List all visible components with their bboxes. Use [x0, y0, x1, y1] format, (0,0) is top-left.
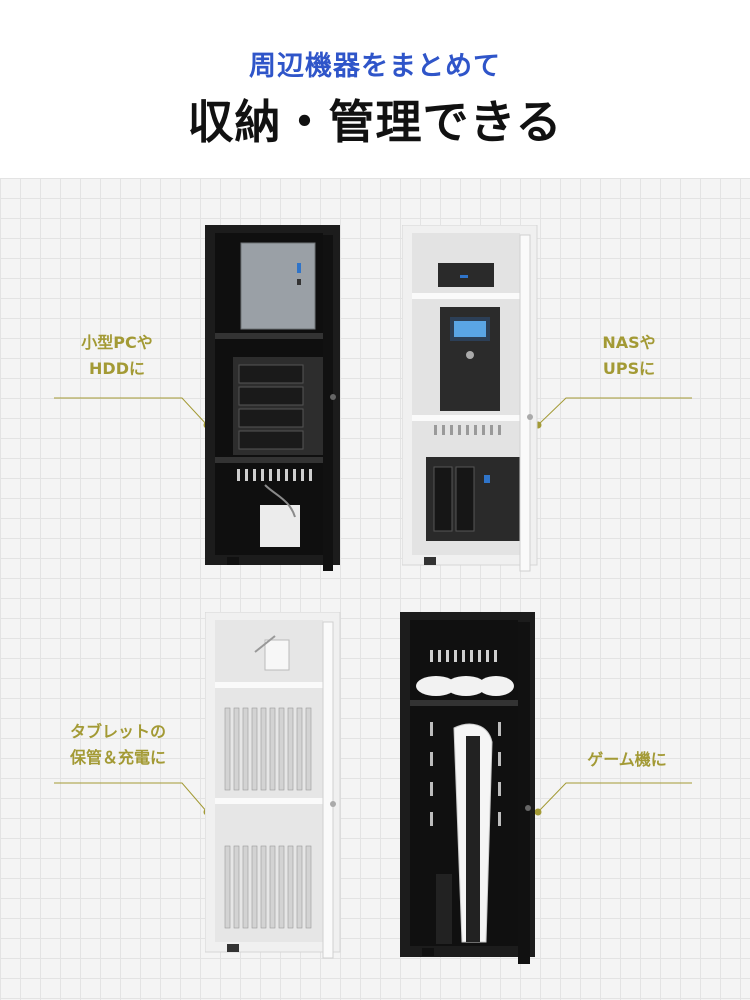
leader-line-top-left	[54, 397, 208, 426]
callout-text: HDDに	[89, 359, 145, 378]
callout-nas-ups: NASや UPSに	[570, 330, 688, 382]
page-subtitle: 周辺機器をまとめて	[249, 51, 501, 82]
callout-text: ゲーム機に	[587, 750, 667, 769]
page-title: 収納・管理できる	[187, 95, 563, 149]
callout-text: タブレットの	[69, 722, 166, 741]
callout-text: 保管＆充電に	[69, 748, 166, 767]
callout-tablet-storage-charging: タブレットの 保管＆充電に	[48, 719, 188, 771]
grid-background	[0, 178, 750, 1000]
callout-game-console: ゲーム機に	[562, 747, 692, 773]
leader-dot-bottom-right	[534, 808, 542, 816]
cabinet-black-game-console-image	[400, 612, 535, 964]
leader-line-bottom-left	[54, 782, 208, 813]
cabinet-black-pc-hdd-image	[205, 225, 340, 571]
header: 周辺機器をまとめて 収納・管理できる	[0, 0, 750, 178]
callout-text: UPSに	[602, 359, 656, 378]
cabinet-white-tablets-image	[205, 612, 341, 959]
leader-line-top-right	[537, 397, 692, 426]
callout-text: 小型PCや	[81, 333, 153, 352]
cabinet-white-nas-ups-image	[402, 225, 538, 572]
callout-text: NASや	[602, 333, 656, 352]
leader-line-bottom-right	[537, 782, 692, 813]
callout-small-pc-hdd: 小型PCや HDDに	[58, 330, 176, 382]
